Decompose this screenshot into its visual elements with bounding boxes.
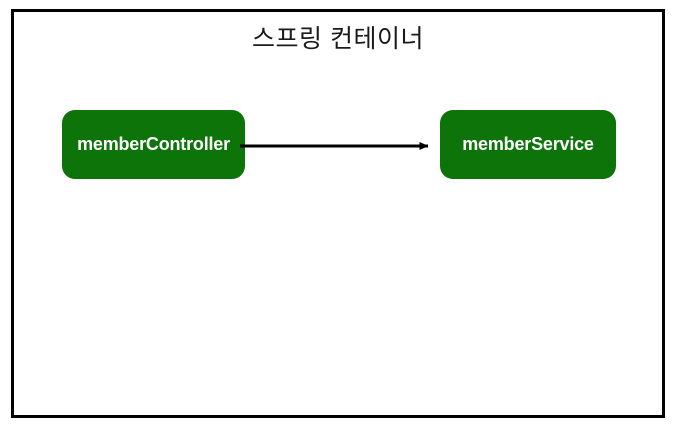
bean-node-membercontroller[interactable]: memberController [62, 110, 245, 179]
diagram-title: 스프링 컨테이너 [252, 25, 424, 53]
spring-container-frame [11, 9, 665, 418]
dependency-arrow-membercontroller-to-memberservice [240, 142, 429, 150]
bean-label-memberservice: memberService [462, 134, 594, 154]
bean-label-membercontroller: memberController [77, 134, 230, 154]
bean-node-memberservice[interactable]: memberService [440, 110, 616, 179]
